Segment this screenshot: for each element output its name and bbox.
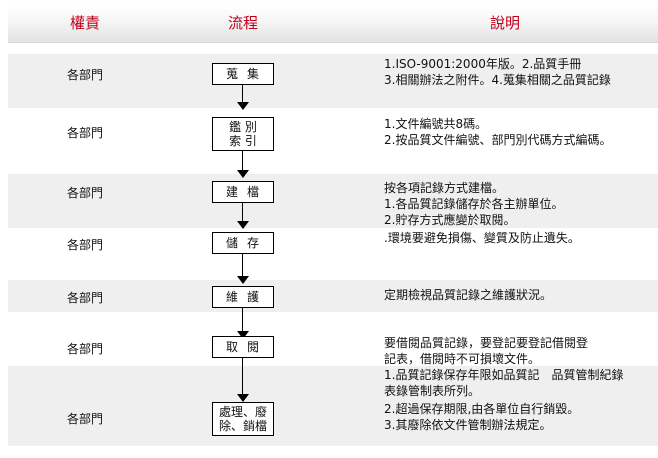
description-line: 按各項記錄方式建檔。	[384, 181, 505, 195]
description-block: 定期檢視品質記錄之維護狀況。	[384, 287, 552, 303]
step-collect-box: 蒐集	[212, 63, 274, 85]
description-block: .環境要避免損傷、變質及防止遺失。	[384, 230, 580, 246]
step-label: 索 引	[229, 134, 257, 148]
step-label: 處理、廢	[218, 405, 267, 419]
flow-connector	[242, 308, 243, 332]
dept-label: 各部門	[67, 412, 104, 426]
flow-arrow	[237, 221, 249, 229]
step-label: 維護	[225, 290, 268, 304]
dept-label: 各部門	[67, 238, 104, 252]
description-block: 1.文件編號共8碼。 2.按品質文件編號、部門別代碼方式編碼。	[384, 116, 611, 148]
step-label: 取閱	[225, 340, 268, 354]
dept-label: 各部門	[67, 68, 104, 82]
dept-label: 各部門	[67, 342, 104, 356]
table-header	[8, 6, 658, 43]
step-label: 鑑 別	[229, 120, 257, 134]
step-label: 儲存	[225, 236, 268, 250]
dept-label: 各部門	[67, 291, 104, 305]
step-access-box: 取閱	[212, 336, 274, 358]
description-line: 1.ISO-9001:2000年版。2.品質手冊	[384, 57, 582, 71]
description-line: 要借閱品質記錄，要登記要登記借閱登	[384, 336, 589, 350]
flow-arrow	[237, 170, 249, 178]
flow-connector	[242, 254, 243, 277]
step-storage-box: 儲存	[212, 232, 274, 254]
description-line: 2.按品質文件編號、部門別代碼方式編碼。	[384, 133, 612, 147]
description-block: 要借閱品質記錄，要登記要登記借閱登 記表，借閱時不可損壞文件。 1.品質記錄保存…	[384, 335, 623, 399]
description-line: 2.超過保存期限,由各單位自行銷毀。	[384, 402, 580, 416]
description-line: .環境要避免損傷、變質及防止遺失。	[384, 231, 580, 245]
description-block: 2.超過保存期限,由各單位自行銷毀。 3.其廢除依文件管制辦法規定。	[384, 401, 579, 433]
row-stripe	[8, 54, 658, 108]
flow-arrow	[237, 331, 249, 339]
flow-arrow	[237, 102, 249, 110]
flow-arrow	[237, 394, 249, 402]
description-line: 1.各品質記錄儲存於各主辦單位。	[384, 197, 564, 211]
description-line: 表錄管制表所列。	[384, 384, 481, 398]
flow-connector	[242, 358, 243, 395]
description-line: 2.貯存方式應變於取閱。	[384, 213, 516, 227]
step-identify-index-box: 鑑 別 索 引	[212, 117, 274, 151]
step-disposal-box: 處理、廢 除、銷檔	[212, 402, 274, 436]
description-line: 3.其廢除依文件管制辦法規定。	[384, 418, 552, 432]
description-line: 定期檢視品質記錄之維護狀況。	[384, 288, 553, 302]
flow-connector	[242, 85, 243, 103]
step-filing-box: 建檔	[212, 181, 274, 203]
flow-connector	[242, 203, 243, 222]
header-process: 流程	[228, 14, 259, 32]
dept-label: 各部門	[67, 126, 104, 140]
flow-connector	[242, 151, 243, 171]
row-stripe	[8, 280, 658, 312]
description-block: 1.ISO-9001:2000年版。2.品質手冊 3.相關辦法之附件。4.蒐集相…	[384, 56, 611, 88]
row-stripe	[8, 366, 658, 446]
flow-arrow	[237, 276, 249, 284]
description-line: 1.文件編號共8碼。	[384, 117, 488, 131]
step-label: 蒐集	[225, 67, 268, 81]
description-block: 按各項記錄方式建檔。 1.各品質記錄儲存於各主辦單位。 2.貯存方式應變於取閱。	[384, 180, 563, 228]
step-maintenance-box: 維護	[212, 286, 274, 308]
header-description: 說明	[490, 14, 521, 32]
row-stripe	[8, 174, 658, 228]
description-line: 3.相關辦法之附件。4.蒐集相關之品質記錄	[384, 73, 611, 87]
step-label: 除、銷檔	[218, 419, 267, 433]
step-label: 建檔	[225, 185, 268, 199]
description-line: 1.品質記錄保存年限如品質記 品質管制紀錄	[384, 368, 624, 382]
dept-label: 各部門	[67, 186, 104, 200]
header-responsibility: 權責	[70, 14, 101, 32]
description-line: 記表，借閱時不可損壞文件。	[384, 352, 541, 366]
